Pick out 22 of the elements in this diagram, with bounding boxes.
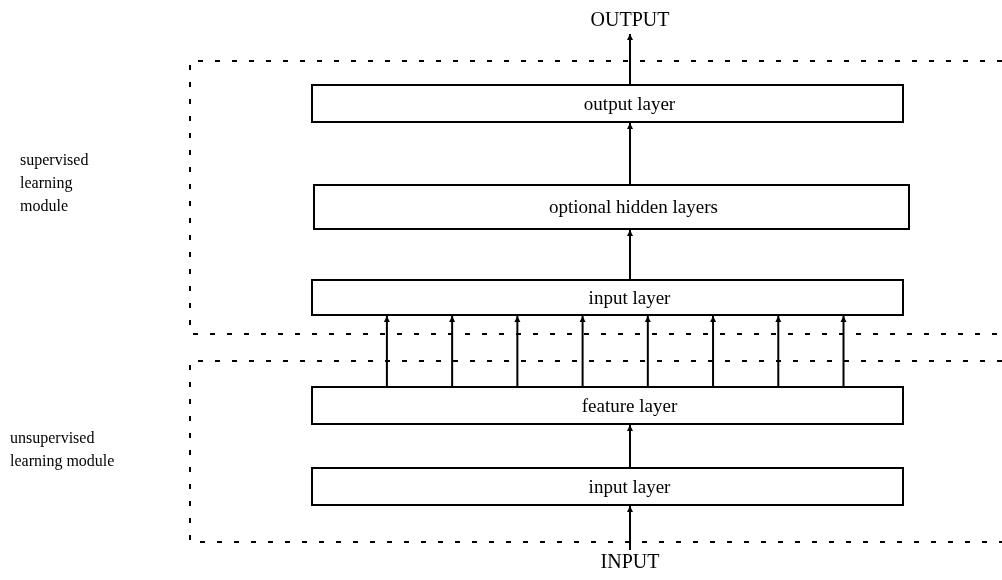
io-label: OUTPUT [580,8,680,34]
arrow [644,315,651,387]
arrow [449,315,456,387]
arrow [579,315,586,387]
arrow [710,315,717,387]
layer-box: input layer [311,467,904,506]
arrow [627,424,633,468]
layer-box: output layer [311,84,904,123]
io-label: INPUT [580,550,680,576]
arrow [840,315,847,387]
arrow [514,315,521,387]
arrow [627,229,633,280]
layer-box: optional hidden layers [313,184,910,230]
module-label: supervised learning module [20,150,90,217]
module-label: unsupervised learning module [10,428,116,472]
layer-box: feature layer [311,386,904,425]
arrow [627,33,633,85]
arrow [627,122,633,185]
layer-box: input layer [311,279,904,316]
arrow [627,505,633,551]
arrow [383,315,390,387]
arrow [775,315,782,387]
